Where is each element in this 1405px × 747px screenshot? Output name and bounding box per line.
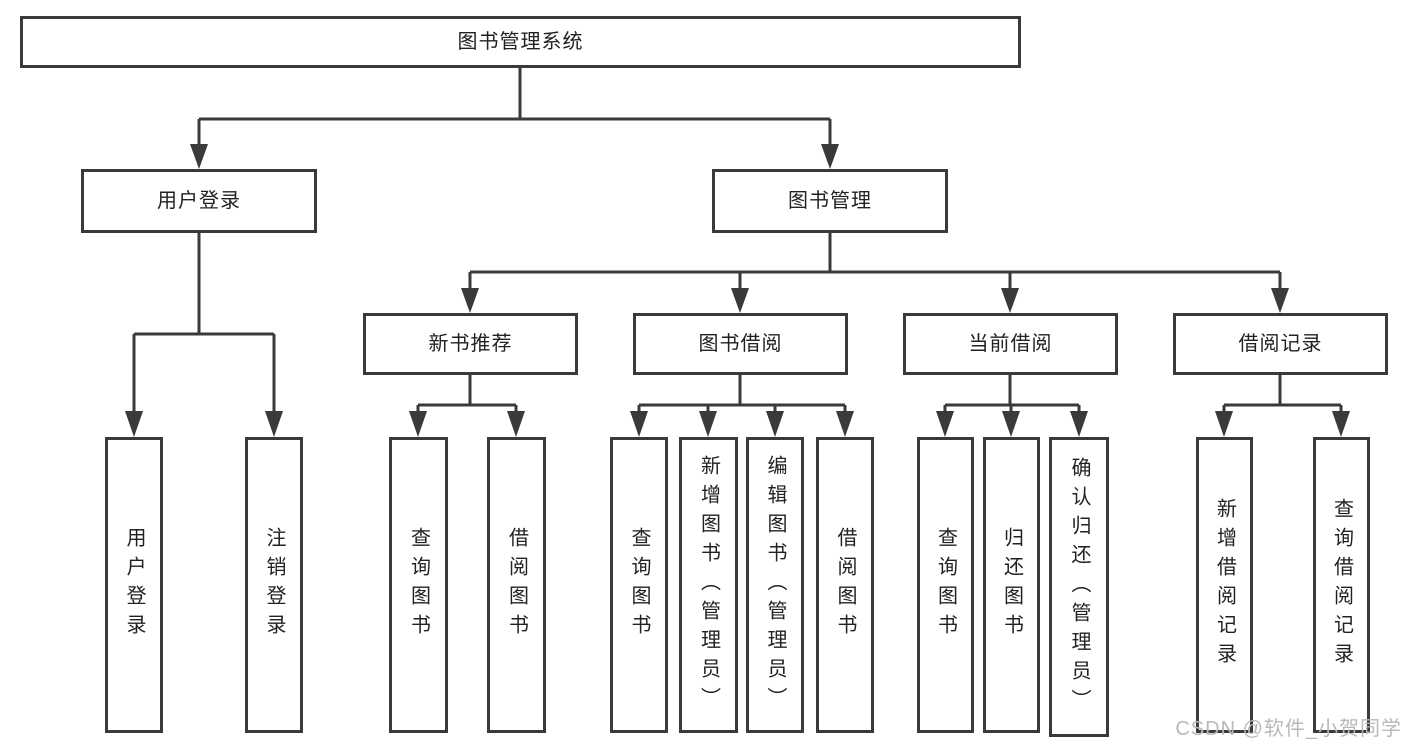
node-user-login-label: 用户登录 xyxy=(157,190,241,212)
leaf-bb-borrow-book-label: 借阅图书 xyxy=(834,527,856,643)
leaf-logout: 注销登录 xyxy=(245,437,303,733)
arrowhead-bb-edit xyxy=(766,411,784,437)
node-new-book-recommend-label: 新书推荐 xyxy=(428,333,513,355)
node-user-login: 用户登录 xyxy=(81,169,317,233)
csdn-watermark: CSDN @软件_小贺同学 xyxy=(1175,718,1402,740)
arrowhead-bb-query xyxy=(630,411,648,437)
leaf-br-query-record-label: 查询借阅记录 xyxy=(1330,498,1353,672)
leaf-user-login: 用户登录 xyxy=(105,437,163,733)
leaf-cb-confirm-return: 确认归还（管理员） xyxy=(1049,437,1109,737)
arrowhead-cb-query xyxy=(936,411,954,437)
leaf-cb-query-book-label: 查询图书 xyxy=(934,527,957,643)
arrowhead-cb-confirm xyxy=(1070,411,1088,437)
arrowhead-new-book-rec xyxy=(461,288,479,313)
leaf-cb-return-book: 归还图书 xyxy=(983,437,1040,733)
arrowhead-rec-query xyxy=(409,411,427,437)
node-current-borrowing-label: 当前借阅 xyxy=(968,333,1053,355)
leaf-br-add-record-label: 新增借阅记录 xyxy=(1213,498,1236,672)
leaf-br-query-record: 查询借阅记录 xyxy=(1313,437,1370,733)
arrowhead-br-query xyxy=(1332,411,1350,437)
leaf-cb-return-book-label: 归还图书 xyxy=(1000,527,1023,643)
leaf-rec-query-book-label: 查询图书 xyxy=(407,527,430,643)
leaf-user-login-label: 用户登录 xyxy=(123,527,145,643)
arrowhead-leaf-user-login xyxy=(125,411,143,437)
node-library-system-label: 图书管理系统 xyxy=(457,31,584,53)
node-book-borrowing: 图书借阅 xyxy=(633,313,848,375)
leaf-bb-query-book: 查询图书 xyxy=(610,437,668,733)
arrowhead-bb-borrow xyxy=(836,411,854,437)
node-borrowing-records: 借阅记录 xyxy=(1173,313,1388,375)
leaf-bb-query-book-label: 查询图书 xyxy=(628,527,650,643)
arrowhead-leaf-logout xyxy=(265,411,283,437)
arrowhead-book-mgmt xyxy=(821,144,839,169)
node-book-borrowing-label: 图书借阅 xyxy=(698,333,783,355)
leaf-bb-edit-book-label: 编辑图书（管理员） xyxy=(764,454,786,716)
leaf-cb-confirm-return-label: 确认归还（管理员） xyxy=(1068,456,1090,718)
leaf-bb-add-book: 新增图书（管理员） xyxy=(679,437,738,733)
leaf-bb-borrow-book: 借阅图书 xyxy=(816,437,874,733)
leaf-br-add-record: 新增借阅记录 xyxy=(1196,437,1253,733)
node-book-management: 图书管理 xyxy=(712,169,948,233)
leaf-rec-query-book: 查询图书 xyxy=(389,437,448,733)
node-book-management-label: 图书管理 xyxy=(788,190,872,212)
leaf-rec-borrow-book-label: 借阅图书 xyxy=(505,527,528,643)
leaf-bb-edit-book: 编辑图书（管理员） xyxy=(746,437,804,733)
arrowhead-book-borrow xyxy=(731,288,749,313)
arrowhead-cb-return xyxy=(1002,411,1020,437)
leaf-cb-query-book: 查询图书 xyxy=(917,437,974,733)
arrowhead-user-login xyxy=(190,144,208,169)
node-new-book-recommend: 新书推荐 xyxy=(363,313,578,375)
leaf-logout-label: 注销登录 xyxy=(263,527,285,643)
arrowhead-rec-borrow xyxy=(507,411,525,437)
arrowhead-br-add xyxy=(1215,411,1233,437)
node-library-system: 图书管理系统 xyxy=(20,16,1021,68)
leaf-bb-add-book-label: 新增图书（管理员） xyxy=(697,454,720,716)
arrowhead-current-borrow xyxy=(1001,288,1019,313)
arrowhead-bb-add xyxy=(699,411,717,437)
arrowhead-borrow-records xyxy=(1271,288,1289,313)
leaf-rec-borrow-book: 借阅图书 xyxy=(487,437,546,733)
node-borrowing-records-label: 借阅记录 xyxy=(1238,333,1323,355)
node-current-borrowing: 当前借阅 xyxy=(903,313,1118,375)
